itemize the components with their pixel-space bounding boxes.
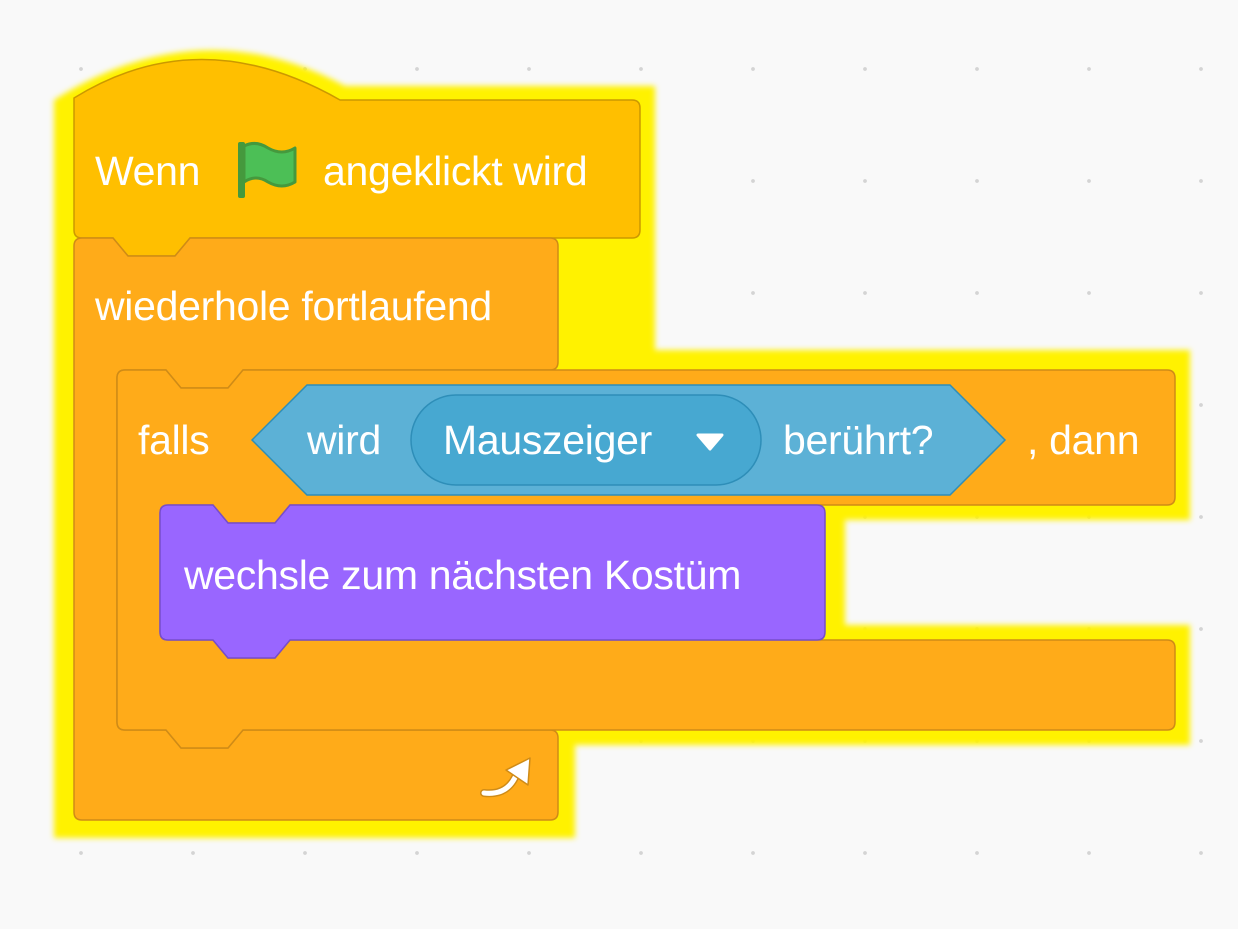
if-label: falls bbox=[138, 417, 210, 463]
hat-label-when: Wenn bbox=[95, 148, 201, 194]
touching-menu-value[interactable]: Mauszeiger bbox=[443, 417, 652, 463]
forever-label: wiederhole fortlaufend bbox=[95, 283, 492, 329]
loop-arrow-icon bbox=[480, 757, 531, 798]
green-flag-icon bbox=[238, 141, 297, 198]
hat-label-clicked: angeklickt wird bbox=[323, 148, 588, 194]
looks-block-label: wechsle zum nächsten Kostüm bbox=[184, 552, 742, 598]
chevron-down-icon[interactable] bbox=[696, 433, 724, 451]
touching-menu-shape[interactable] bbox=[410, 394, 762, 486]
if-label-then: , dann bbox=[1027, 417, 1140, 463]
touching-label-before: wird bbox=[307, 417, 381, 463]
looks-block-shape[interactable] bbox=[159, 504, 826, 659]
touching-label-after: berührt? bbox=[783, 417, 934, 463]
